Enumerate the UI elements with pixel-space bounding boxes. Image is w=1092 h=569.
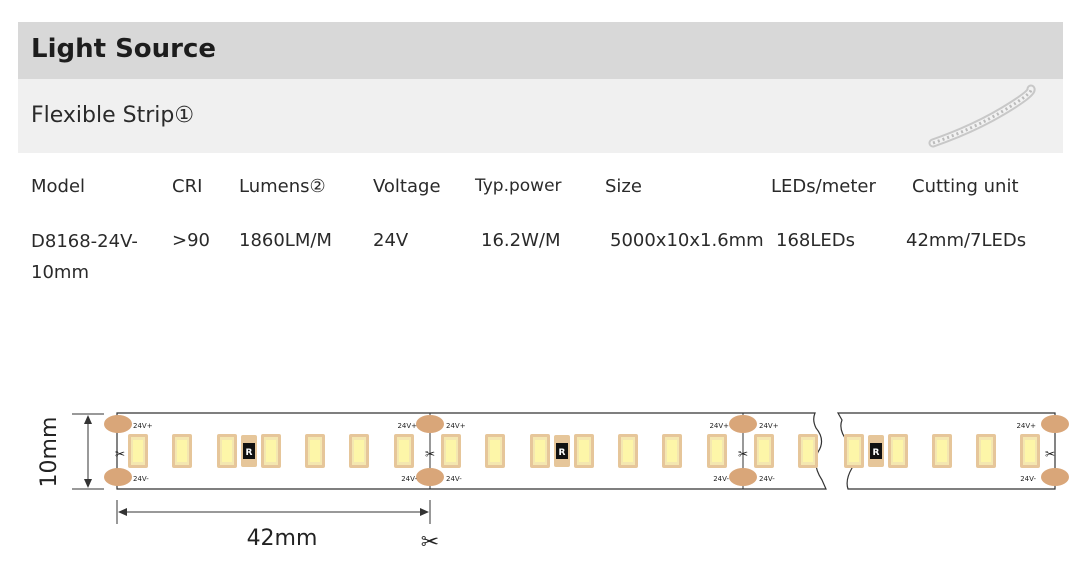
copper-pad [729,468,757,486]
product-subheader: Flexible Strip① [18,79,1063,153]
scissors-icon: ✂ [425,447,435,461]
led-chip-face [535,440,545,462]
pad-voltage-label: 24V- [759,475,775,483]
resistor-body [870,443,882,459]
width-arrow-top [84,415,92,424]
spec-header-leds-meter: LEDs/meter [771,176,876,197]
pad-voltage-label: 24V- [1020,475,1036,483]
led-chip-face [981,440,991,462]
led-chip-face [310,440,320,462]
led-chip-face [712,440,722,462]
copper-pad [1041,415,1069,433]
led-chip-face [354,440,364,462]
resistor-label: R [559,448,566,458]
pad-voltage-label: 24V+ [397,422,417,430]
spec-value-model: D8168-24V-10mm [31,231,138,283]
spec-header-cri: CRI [172,176,203,197]
pad-voltage-label: 24V- [446,475,462,483]
pad-labels: 24V+ 24V- 24V+ 24V- 24V+ 24V- 24V+ 24V- 24V+ 24V-… [133,422,1036,483]
product-type-title: Flexible Strip① [31,103,195,128]
resistor-body [243,443,255,459]
led-chip-face [490,440,500,462]
copper-pad [416,415,444,433]
scissors-icon: ✂ [738,447,748,461]
pad-voltage-label: 24V+ [446,422,466,430]
led-chip-face [623,440,633,462]
section-header: Light Source [18,22,1063,79]
spec-value-leds-meter: 168LEDs [776,230,855,251]
scissors-icon: ✂ [115,447,125,461]
scissors-icon: ✂ [421,530,439,555]
led-chip-face [399,440,409,462]
spec-header-cutting-unit: Cutting unit [912,176,1019,197]
resistor-label: R [246,448,253,458]
spec-header-size: Size [605,176,642,197]
pad-voltage-label: 24V- [133,475,149,483]
led-chip-face [133,440,143,462]
pad-voltage-label: 24V+ [709,422,729,430]
length-arrow-left [118,508,127,516]
width-arrow-bottom [84,479,92,488]
led-chip-face [1025,440,1035,462]
spec-value-cutting-unit: 42mm/7LEDs [906,230,1027,251]
cut-length-label: 42mm [247,526,318,551]
resistor-label: R [873,448,880,458]
led-chip-face [177,440,187,462]
pad-voltage-label: 24V- [713,475,729,483]
length-arrow-right [420,508,429,516]
spec-value-typ-power: 16.2W/M [481,230,561,251]
led-chip-face [266,440,276,462]
led-chip-face [579,440,589,462]
width-label: 10mm [37,417,62,488]
spec-value-voltage: 24V [373,230,409,251]
spec-value-cri: >90 [172,230,210,251]
led-chip-face [667,440,677,462]
resistor-body [556,443,568,459]
scissors-icon: ✂ [1045,447,1055,461]
pad-voltage-label: 24V+ [1016,422,1036,430]
led-chip-face [803,440,813,462]
led-chip-face [893,440,903,462]
spec-value-size: 5000x10x1.6mm [610,230,764,251]
spec-header-voltage: Voltage [373,176,441,197]
copper-pad [416,468,444,486]
led-chip-face [222,440,232,462]
spec-value-lumens: 1860LM/M [239,230,332,251]
led-strip-thumbnail [928,84,1036,148]
pad-voltage-label: 24V+ [133,422,153,430]
copper-pad [1041,468,1069,486]
section-title: Light Source [31,34,217,64]
led-chip-face [759,440,769,462]
spec-header-lumens: Lumens② [239,176,326,197]
spec-header-typ-power: Typ.power [475,176,562,196]
spec-header-model: Model [31,176,86,197]
led-chip-face [937,440,947,462]
copper-pad [729,415,757,433]
pad-voltage-label: 24V+ [759,422,779,430]
pad-voltage-label: 24V- [401,475,417,483]
copper-pad [104,468,132,486]
led-chip-face [849,440,859,462]
led-chip-face [446,440,456,462]
copper-pads [104,415,1069,486]
copper-pad [104,415,132,433]
